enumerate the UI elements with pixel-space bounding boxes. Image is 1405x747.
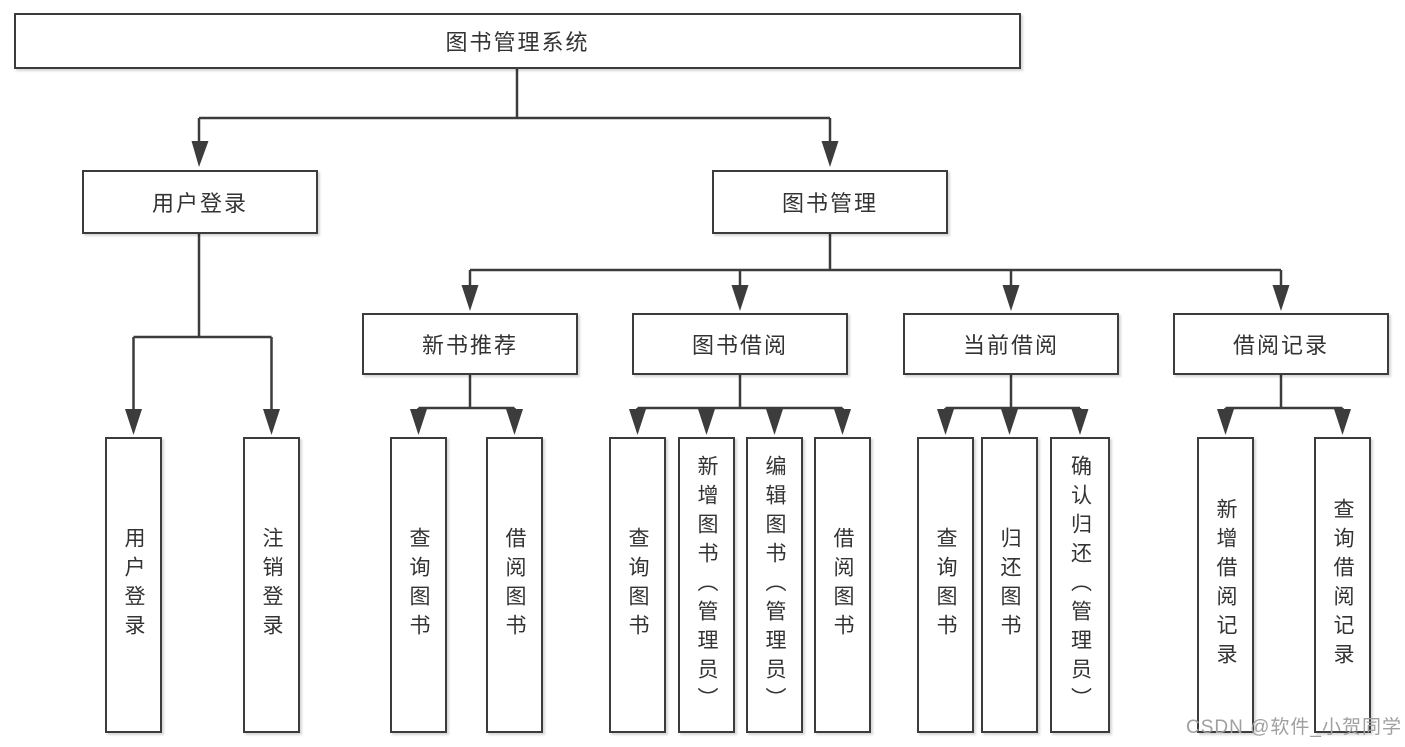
leaf-logout: 注销登录 bbox=[243, 437, 300, 733]
leaf-query-books-borrow: 查询图书 bbox=[609, 437, 666, 733]
leaf-query-borrow-record: 查询借阅记录 bbox=[1314, 437, 1371, 733]
node-user-login-label: 用户登录 bbox=[151, 191, 248, 216]
node-new-book-recommend-label: 新书推荐 bbox=[421, 333, 518, 358]
leaf-borrow-books-recommend: 借阅图书 bbox=[486, 437, 543, 733]
node-book-borrow: 图书借阅 bbox=[632, 313, 848, 375]
node-root-label: 图书管理系统 bbox=[445, 30, 590, 55]
node-book-management-label: 图书管理 bbox=[781, 191, 878, 216]
leaf-query-books-recommend: 查询图书 bbox=[390, 437, 447, 733]
csdn-watermark: CSDN @软件_小贺同学 bbox=[1186, 717, 1402, 738]
leaf-query-books-borrow-label: 查询图书 bbox=[626, 527, 649, 643]
node-root: 图书管理系统 bbox=[14, 13, 1021, 69]
leaf-query-borrow-record-label: 查询借阅记录 bbox=[1331, 498, 1354, 672]
leaf-edit-books-admin-label: 编辑图书（管理员） bbox=[763, 454, 786, 716]
leaf-user-login-label: 用户登录 bbox=[122, 527, 145, 643]
node-current-borrow: 当前借阅 bbox=[903, 313, 1119, 375]
leaf-query-books-recommend-label: 查询图书 bbox=[407, 527, 430, 643]
arrowheads bbox=[125, 141, 1351, 435]
leaf-return-books-label: 归还图书 bbox=[998, 527, 1021, 643]
leaf-edit-books-admin: 编辑图书（管理员） bbox=[746, 437, 803, 733]
node-new-book-recommend: 新书推荐 bbox=[362, 313, 578, 375]
node-current-borrow-label: 当前借阅 bbox=[962, 333, 1059, 358]
node-borrow-records-label: 借阅记录 bbox=[1232, 333, 1329, 358]
leaf-borrow-books: 借阅图书 bbox=[814, 437, 871, 733]
leaf-add-books-admin: 新增图书（管理员） bbox=[678, 437, 735, 733]
leaf-logout-label: 注销登录 bbox=[260, 527, 283, 643]
node-book-borrow-label: 图书借阅 bbox=[691, 333, 788, 358]
leaf-confirm-return-admin-label: 确认归还（管理员） bbox=[1068, 454, 1092, 716]
node-user-login: 用户登录 bbox=[82, 170, 318, 234]
leaf-confirm-return-admin: 确认归还（管理员） bbox=[1050, 437, 1110, 733]
leaf-borrow-books-recommend-label: 借阅图书 bbox=[503, 527, 526, 643]
leaf-user-login: 用户登录 bbox=[105, 437, 162, 733]
leaf-query-books-current-label: 查询图书 bbox=[934, 527, 957, 643]
leaf-borrow-books-label: 借阅图书 bbox=[831, 527, 854, 643]
leaf-return-books: 归还图书 bbox=[981, 437, 1038, 733]
leaf-add-books-admin-label: 新增图书（管理员） bbox=[695, 454, 718, 716]
node-borrow-records: 借阅记录 bbox=[1173, 313, 1389, 375]
leaf-add-borrow-record-label: 新增借阅记录 bbox=[1214, 498, 1237, 672]
node-book-management: 图书管理 bbox=[712, 170, 948, 234]
leaf-query-books-current: 查询图书 bbox=[917, 437, 974, 733]
leaf-add-borrow-record: 新增借阅记录 bbox=[1197, 437, 1254, 733]
